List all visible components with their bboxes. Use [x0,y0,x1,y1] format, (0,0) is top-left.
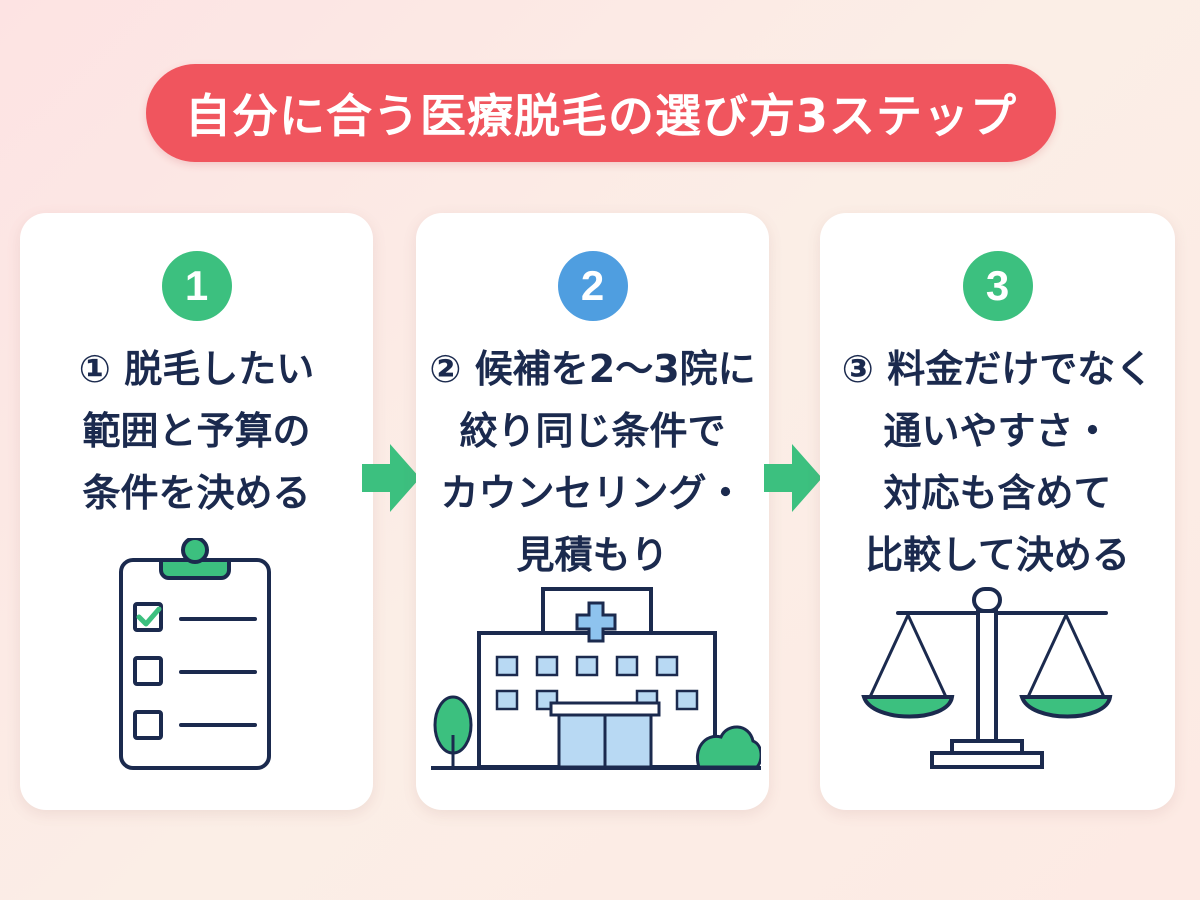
title-banner: 自分に合う医療脱毛の選び方3ステップ [146,64,1056,162]
arrow-right-icon [764,444,822,512]
clipboard-checklist-icon [119,538,271,770]
step-text-line: ① 脱毛したい [78,347,315,391]
step-text-line: ② 候補を2～3院に [429,347,756,391]
step-card-1: 1 ① 脱毛したい 範囲と予算の 条件を決める [20,213,373,810]
step-number-badge: 2 [557,251,628,321]
step-text-line: 対応も含めて [883,471,1112,515]
step-text: ① 脱毛したい 範囲と予算の 条件を決める [20,338,373,524]
step-text-line: 見積もり [516,533,669,577]
step-text: ② 候補を2～3院に 絞り同じ条件で カウンセリング・ 見積もり [416,338,769,586]
page-title: 自分に合う医療脱毛の選び方3ステップ [184,89,1017,143]
step-text-line: 絞り同じ条件で [459,409,726,453]
step-number-badge: 1 [161,251,232,321]
step-card-3: 3 ③ 料金だけでなく 通いやすさ・ 対応も含めて 比較して決める [820,213,1175,810]
step-text-line: 通いやすさ・ [883,409,1112,453]
clinic-building-icon [431,587,761,770]
step-text-line: 条件を決める [82,471,311,515]
step-number-badge: 3 [962,251,1033,321]
step-text: ③ 料金だけでなく 通いやすさ・ 対応も含めて 比較して決める [820,338,1175,586]
arrow-right-icon [362,444,420,512]
step-text-line: ③ 料金だけでなく [841,347,1154,391]
balance-scale-icon [861,587,1113,769]
step-text-line: 範囲と予算の [82,409,311,453]
step-card-2: 2 ② 候補を2～3院に 絞り同じ条件で カウンセリング・ 見積もり [416,213,769,810]
step-text-line: カウンセリング・ [440,471,745,515]
step-text-line: 比較して決める [865,533,1130,577]
